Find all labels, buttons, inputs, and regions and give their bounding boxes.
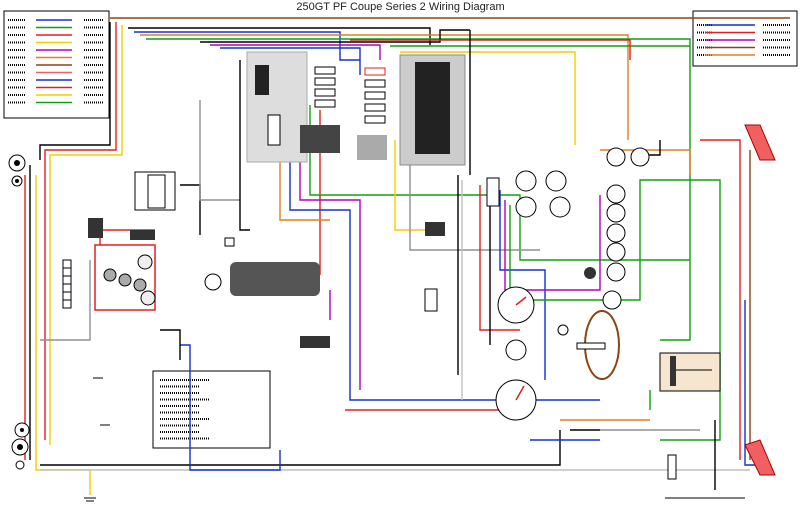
- ground-icon: [84, 377, 745, 502]
- legend-left: [3, 10, 110, 119]
- legend-right: [692, 10, 798, 67]
- tail-lamp-icon: [744, 124, 776, 476]
- distributor-icon: [88, 218, 156, 311]
- gauge-icon: [495, 147, 650, 421]
- fuel-tank: [659, 352, 721, 392]
- relay-panel: [246, 51, 466, 166]
- notes-box: [152, 370, 271, 449]
- headlamp-icon: [8, 154, 30, 470]
- connector-icon: [134, 171, 677, 480]
- spark-plug-bar: [62, 259, 72, 309]
- horn-icon: [300, 267, 596, 348]
- diagram-title: 250GT PF Coupe Series 2 Wiring Diagram: [296, 1, 505, 13]
- starter-motor-icon: [204, 237, 320, 296]
- fuse-block: [314, 66, 386, 124]
